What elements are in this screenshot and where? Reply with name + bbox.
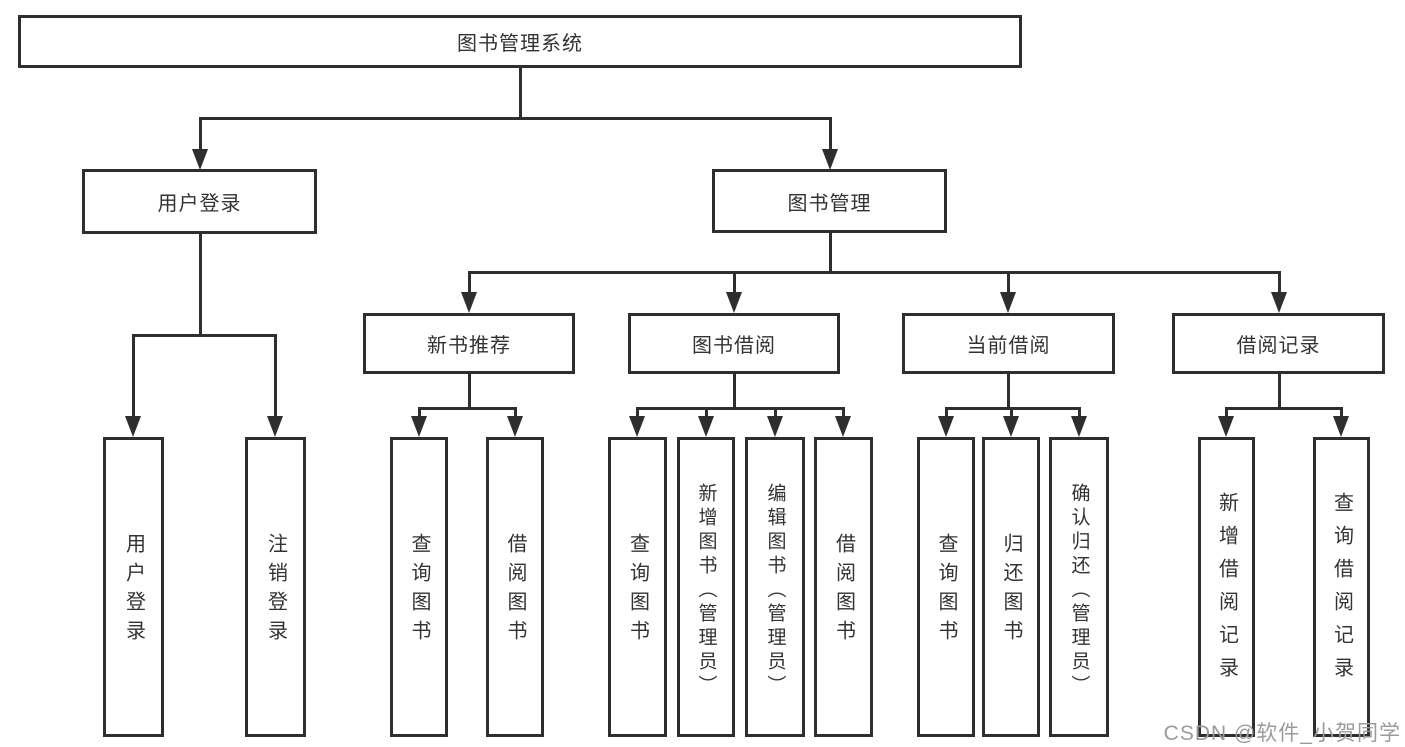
leaf-add-books-admin: 新增图书（管理员） (677, 437, 735, 737)
arrow-down-icon (835, 416, 851, 437)
connector-line (842, 407, 845, 419)
connector-line (945, 407, 948, 419)
connector-line (519, 68, 522, 118)
connector-line (774, 407, 777, 419)
connector-line (1007, 374, 1010, 410)
arrow-down-icon (1071, 416, 1087, 437)
connector-line (468, 271, 1281, 274)
connector-line (418, 407, 517, 410)
connector-line (274, 334, 277, 416)
connector-line (199, 234, 202, 334)
leaf-query-books-2: 查询图书 (608, 437, 667, 737)
leaf-return-books: 归还图书 (982, 437, 1040, 737)
node-book-borrow: 图书借阅 (628, 313, 840, 374)
connector-line (733, 374, 736, 410)
connector-line (733, 271, 736, 293)
node-current-borrow: 当前借阅 (902, 313, 1115, 374)
connector-line (132, 334, 135, 416)
arrow-down-icon (1000, 292, 1016, 313)
leaf-query-borrow-record: 查询借阅记录 (1313, 437, 1370, 737)
node-user-login: 用户登录 (82, 169, 317, 234)
arrow-down-icon (192, 149, 208, 170)
connector-line (829, 233, 832, 273)
arrow-down-icon (938, 416, 954, 437)
connector-line (1010, 407, 1013, 419)
connector-line (1225, 407, 1228, 419)
connector-line (636, 407, 845, 410)
connector-line (468, 374, 471, 410)
arrow-down-icon (1003, 416, 1019, 437)
connector-line (514, 407, 517, 419)
leaf-confirm-return-admin: 确认归还（管理员） (1049, 437, 1109, 737)
arrow-down-icon (698, 416, 714, 437)
connector-line (1278, 271, 1281, 293)
connector-line (1007, 271, 1010, 293)
arrow-down-icon (822, 149, 838, 170)
connector-line (636, 407, 639, 419)
arrow-down-icon (461, 292, 477, 313)
arrow-down-icon (1218, 416, 1234, 437)
arrow-down-icon (1333, 416, 1349, 437)
connector-line (1340, 407, 1343, 419)
connector-line (705, 407, 708, 419)
connector-line (829, 117, 832, 152)
arrow-down-icon (125, 416, 141, 437)
arrow-down-icon (629, 416, 645, 437)
connector-line (418, 407, 421, 419)
leaf-edit-books-admin: 编辑图书（管理员） (745, 437, 805, 737)
connector-line (132, 334, 277, 337)
arrow-down-icon (411, 416, 427, 437)
node-book-management: 图书管理 (712, 169, 947, 233)
arrow-down-icon (507, 416, 523, 437)
leaf-query-books-1: 查询图书 (390, 437, 448, 737)
connector-line (468, 271, 471, 293)
connector-line (1078, 407, 1081, 419)
connector-line (1225, 407, 1342, 410)
arrow-down-icon (1271, 292, 1287, 313)
leaf-borrow-books-1: 借阅图书 (486, 437, 544, 737)
arrow-down-icon (267, 416, 283, 437)
leaf-query-books-3: 查询图书 (917, 437, 975, 737)
leaf-logout: 注销登录 (245, 437, 306, 737)
connector-line (199, 117, 202, 152)
arrow-down-icon (726, 292, 742, 313)
leaf-borrow-books-2: 借阅图书 (814, 437, 873, 737)
leaf-add-borrow-record: 新增借阅记录 (1198, 437, 1255, 737)
connector-line (199, 117, 832, 120)
node-borrow-records: 借阅记录 (1172, 313, 1385, 374)
connector-line (1278, 374, 1281, 410)
csdn-watermark: CSDN @软件_小贺同学 (1163, 722, 1401, 745)
node-root: 图书管理系统 (18, 15, 1022, 68)
leaf-user-login: 用户登录 (103, 437, 164, 737)
node-new-book-recommend: 新书推荐 (363, 313, 575, 374)
arrow-down-icon (767, 416, 783, 437)
